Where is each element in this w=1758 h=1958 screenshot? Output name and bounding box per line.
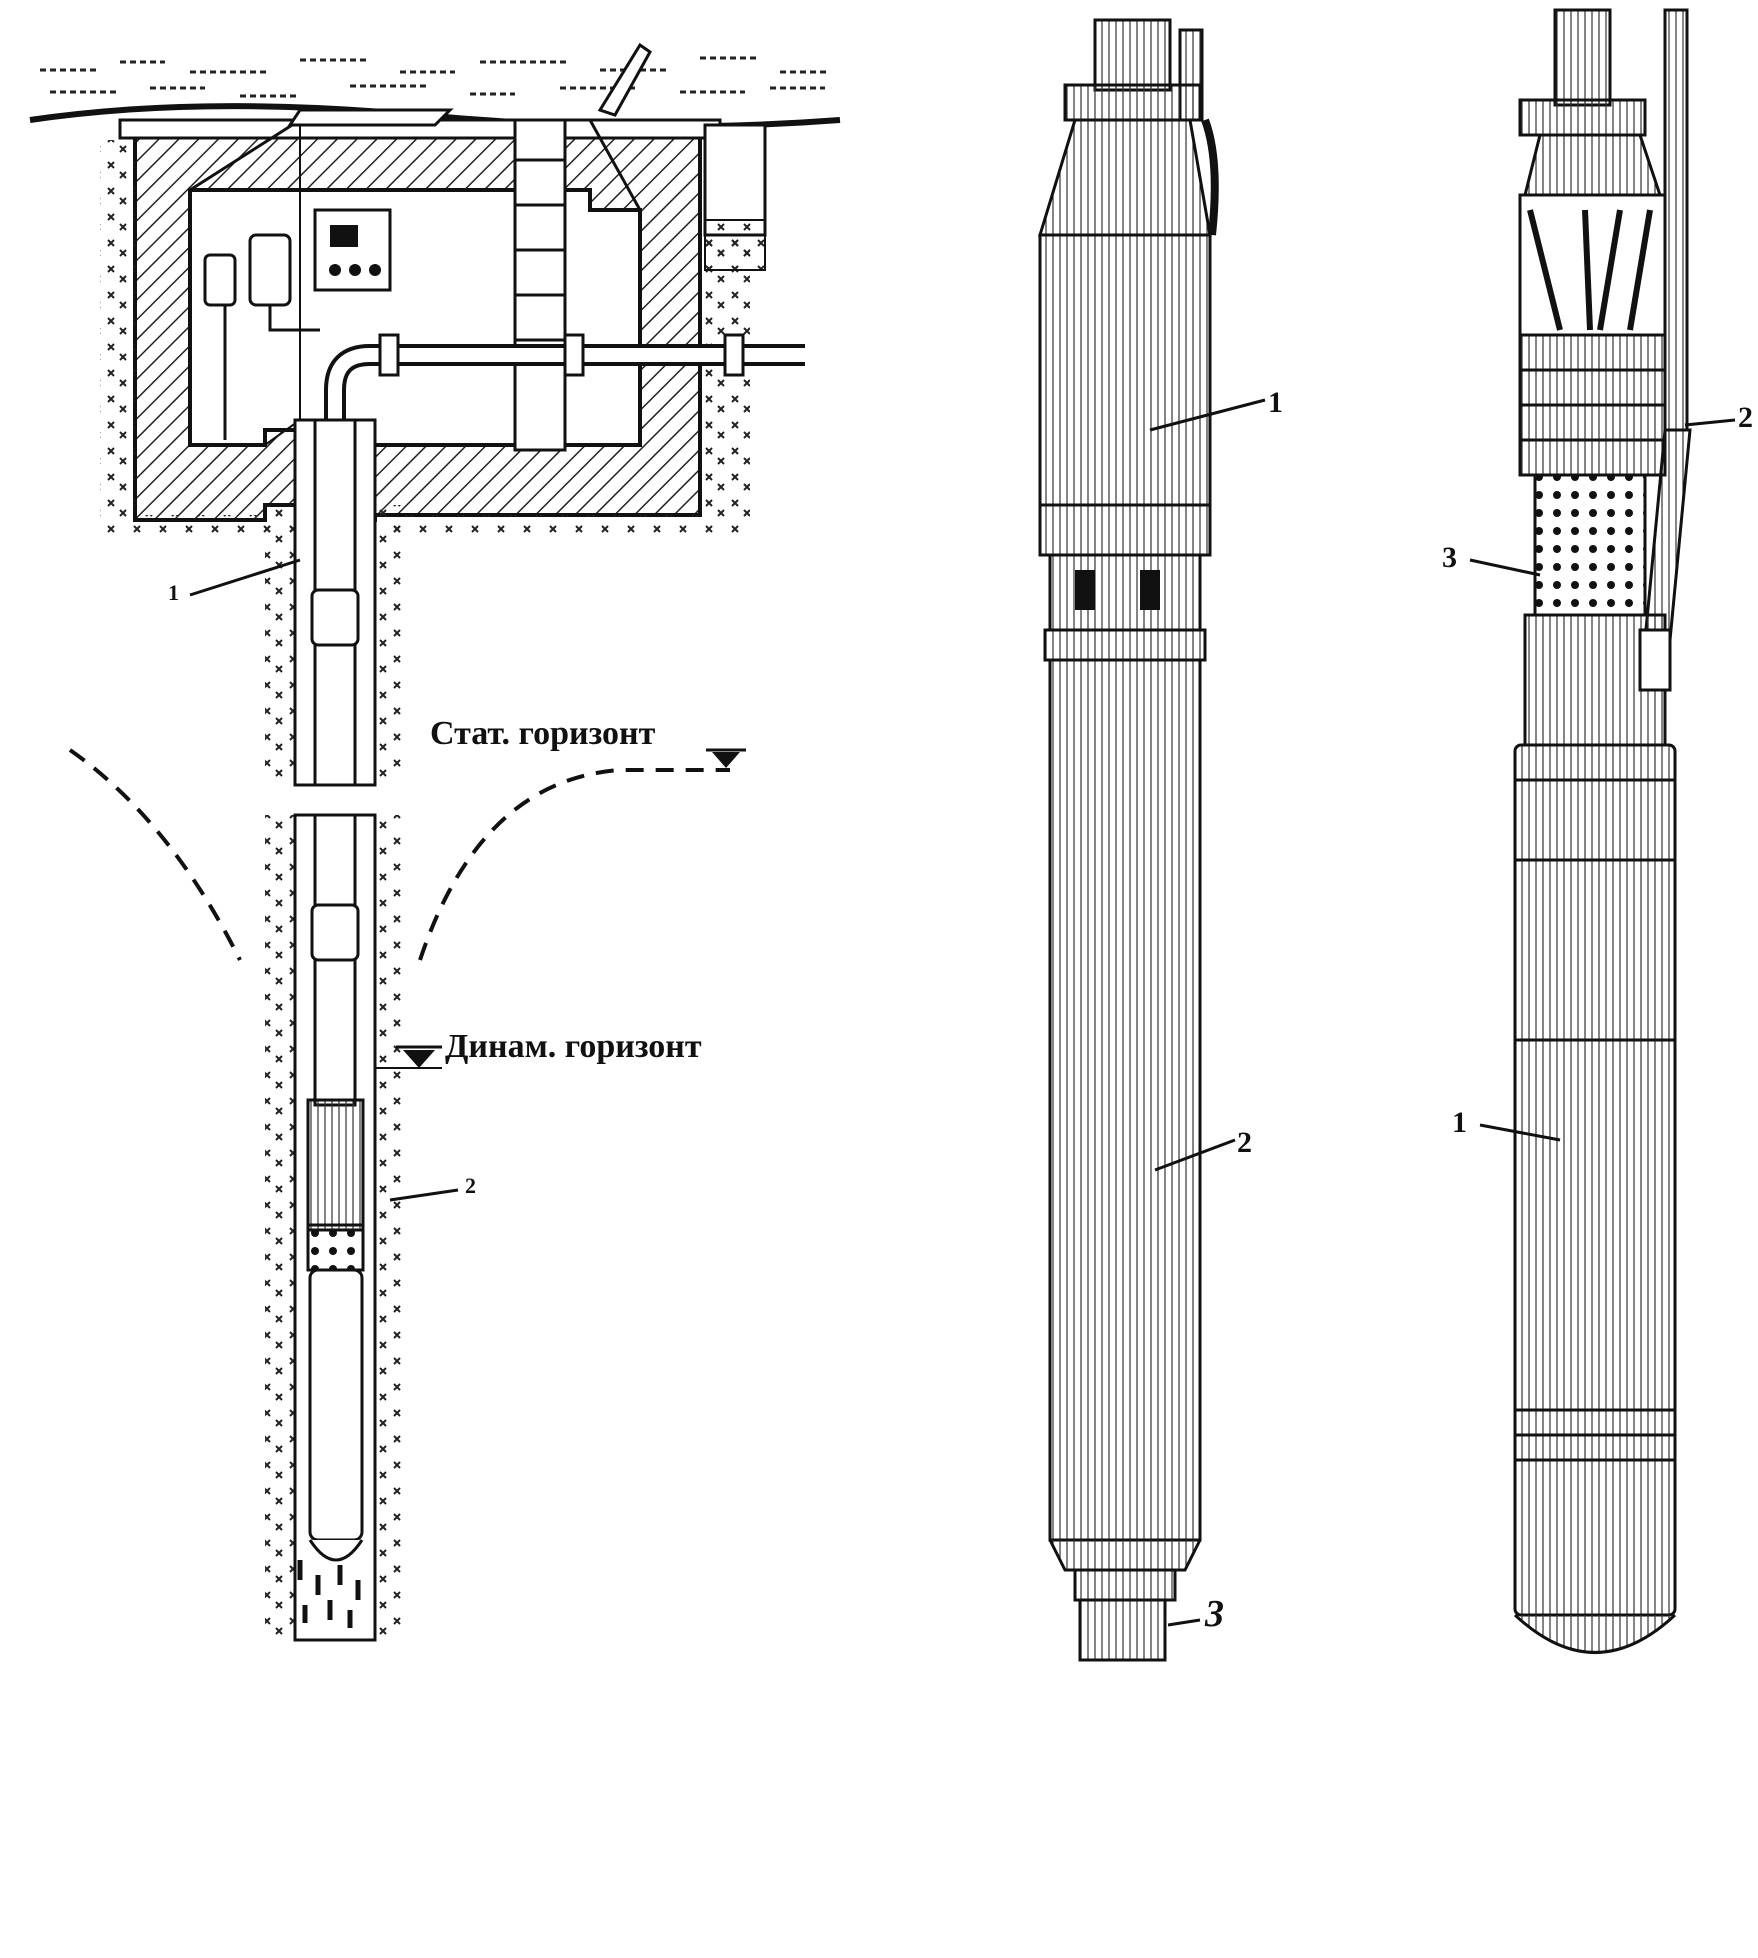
intake-screen — [1533, 473, 1647, 617]
water-level-triangle-icon — [706, 748, 746, 768]
soil-bottom — [100, 515, 750, 535]
static-level-label: Стат. горизонт — [430, 715, 656, 752]
ladder — [513, 118, 567, 452]
well-callout-1: 1 — [168, 580, 179, 605]
soil-left — [100, 140, 135, 515]
pit-wall — [133, 128, 702, 522]
dynamic-level-label: Динам. горизонт — [445, 1028, 702, 1065]
drain-box — [703, 123, 767, 237]
leader-line — [189, 558, 301, 597]
leader-line — [1469, 558, 1541, 577]
leader-line — [389, 1188, 459, 1202]
borehole-upper — [265, 418, 405, 787]
middle-callout-2: 2 — [1237, 1126, 1252, 1159]
leader-line — [1479, 1123, 1561, 1142]
well-diagram — [29, 42, 841, 1642]
leader-line — [1154, 1138, 1236, 1172]
hatch-lid-icon — [597, 42, 652, 117]
pump-cutaway — [1469, 8, 1736, 1654]
borehole-lower — [265, 813, 405, 1642]
pump-unit — [306, 1098, 365, 1232]
pump-intake — [306, 1223, 365, 1272]
leader-line — [1149, 398, 1266, 432]
water-level-triangle-icon — [375, 1045, 442, 1069]
electrical-box — [203, 233, 320, 440]
pump-exterior — [1037, 18, 1266, 1662]
depression-cone — [68, 748, 730, 961]
discharge-pipe — [324, 333, 805, 430]
access-hatch — [287, 108, 454, 127]
pump-motor — [308, 1268, 364, 1542]
middle-callout-1: 1 — [1268, 386, 1283, 419]
leader-line — [1167, 1618, 1201, 1627]
right-callout-2: 2 — [1738, 401, 1753, 434]
right-callout-3: 3 — [1442, 541, 1457, 574]
right-callout-1: 1 — [1452, 1106, 1467, 1139]
well-callout-2: 2 — [465, 1173, 476, 1198]
control-panel — [313, 208, 392, 292]
middle-callout-3: 3 — [1205, 1593, 1224, 1635]
leader-line — [1684, 418, 1736, 427]
